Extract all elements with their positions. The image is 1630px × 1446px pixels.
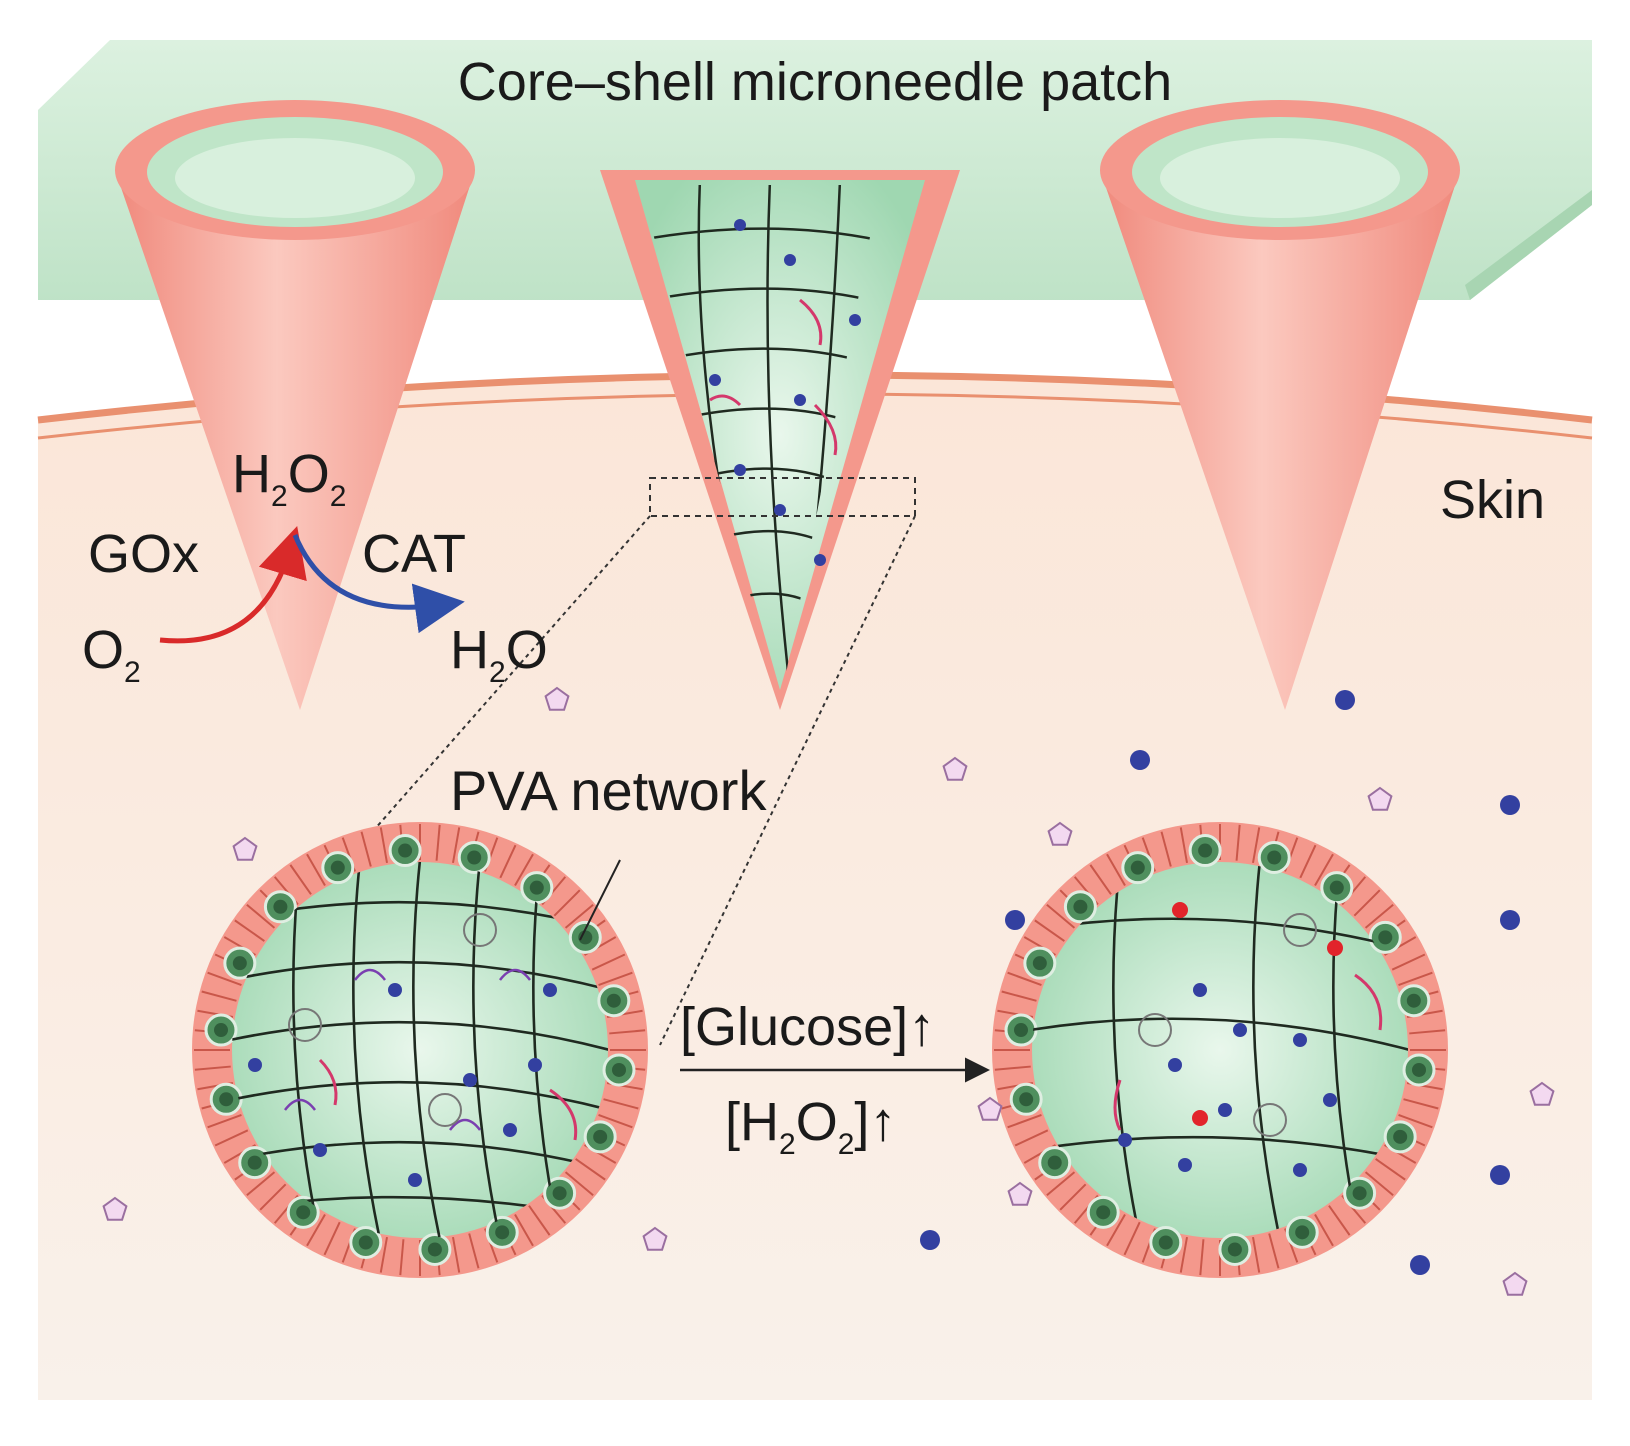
gox-label: GOx [88, 524, 199, 584]
pva-network-label: PVA network [450, 759, 767, 822]
zoom-region-box [649, 477, 916, 517]
h2o2-label: H2O2 [232, 444, 346, 513]
skin-label: Skin [1440, 470, 1545, 530]
capsule-before [192, 822, 648, 1278]
pva-pointer-line [579, 859, 621, 941]
microneedle-left [115, 100, 475, 710]
patch-title: Core–shell microneedle patch [458, 52, 1172, 112]
o2-label: O2 [82, 620, 141, 689]
zoom-guide-right [659, 515, 916, 1046]
free-insulin-dots [920, 690, 1520, 1275]
patch-edge [1465, 190, 1592, 300]
h2o2-condition-label: [H2O2]↑ [725, 1092, 896, 1161]
h2o-label: H2O [450, 620, 548, 689]
cat-label: CAT [362, 524, 466, 584]
microneedle-right [1100, 100, 1460, 710]
capsule-after [992, 822, 1448, 1278]
cat-reaction-arrow [292, 534, 465, 634]
microneedle-middle [600, 170, 960, 710]
gox-reaction-arrow [159, 526, 307, 644]
glucose-markers [102, 686, 1555, 1296]
zoom-guide-left [329, 515, 651, 881]
glucose-condition-label: [Glucose]↑ [680, 997, 935, 1057]
